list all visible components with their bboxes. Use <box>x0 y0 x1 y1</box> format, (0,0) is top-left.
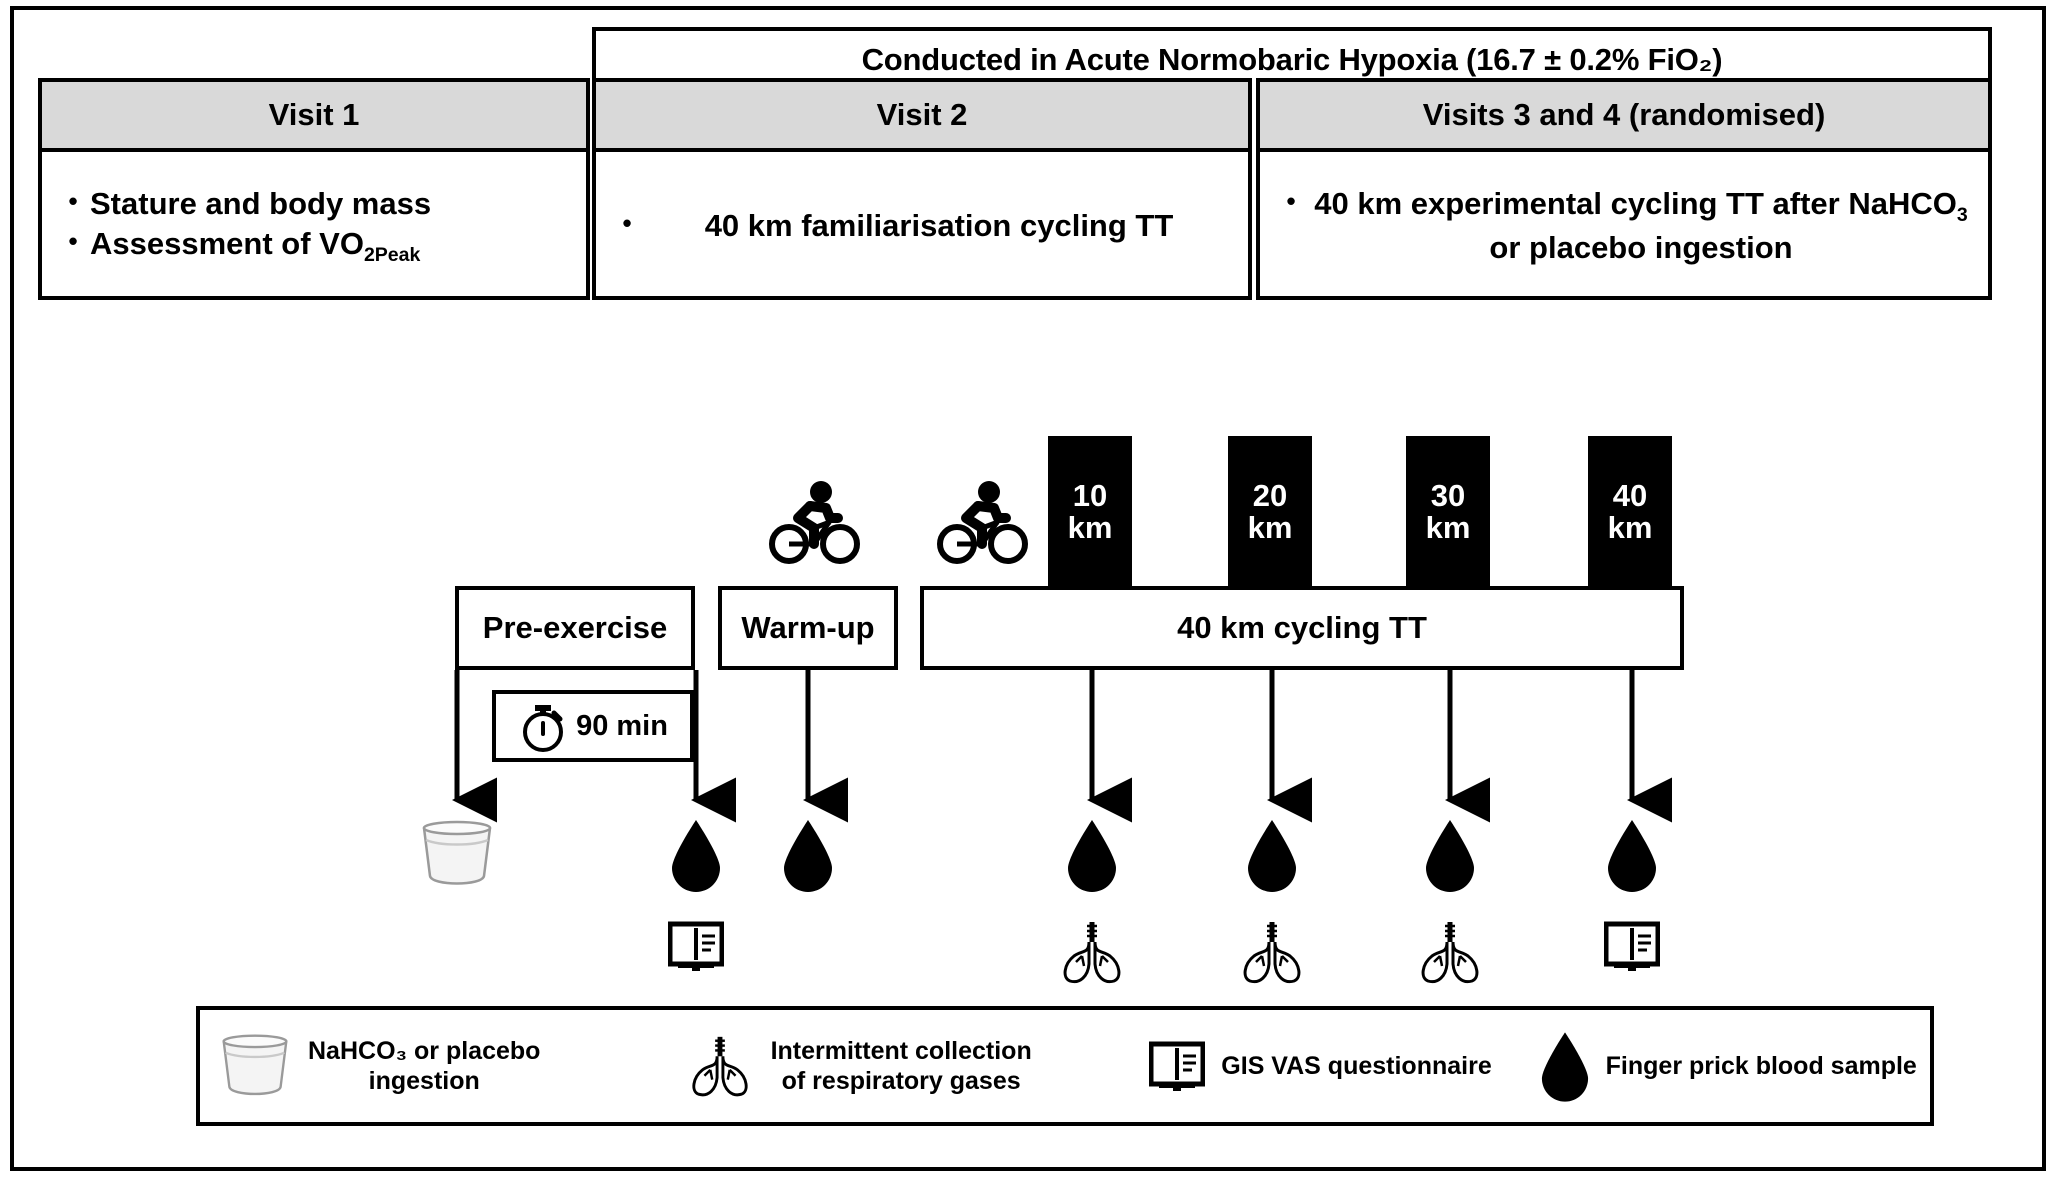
distance-marker-20km: 20 km <box>1228 436 1312 588</box>
visit-2-body: • 40 km familiarisation cycling TT <box>596 152 1248 300</box>
legend-item-ingestion: NaHCO₃ or placebo ingestion <box>200 1031 685 1101</box>
visit-2-header-label: Visit 2 <box>876 97 968 132</box>
blood-drop-icon <box>784 820 832 892</box>
distance-marker-20km-unit: km <box>1247 510 1293 545</box>
phase-box-pre-exercise-label: Pre-exercise <box>482 610 668 645</box>
distance-marker-40km-unit: km <box>1607 510 1653 545</box>
distance-marker-30km-unit: km <box>1425 510 1471 545</box>
visit-1-body: • Stature and body mass • Assessment of … <box>42 152 586 300</box>
distance-marker-10km-unit: km <box>1067 510 1113 545</box>
legend-item-blood-sample-line1: Finger prick blood sample <box>1605 1051 1917 1080</box>
visit-1-bullet-2-text: Assessment of VO <box>90 225 364 261</box>
cup-icon <box>222 1034 288 1096</box>
bullet-marker-icon: • <box>68 225 78 256</box>
legend-item-blood-sample: Finger prick blood sample <box>1540 1030 1930 1102</box>
cyclist-icon <box>769 481 860 564</box>
blood-drop-icon <box>1248 820 1296 892</box>
hypoxia-banner-label: Conducted in Acute Normobaric Hypoxia (1… <box>861 42 1723 77</box>
phase-box-warm-up: Warm-up <box>718 586 898 670</box>
distance-marker-10km-number: 10 <box>1072 478 1108 514</box>
visits-3-4-bullet-1: • 40 km experimental cycling TT after Na… <box>1274 184 1974 268</box>
blood-drop-icon <box>1541 1032 1588 1102</box>
distance-marker-20km-number: 20 <box>1252 478 1288 514</box>
legend-box: NaHCO₃ or placebo ingestion Intermittent… <box>196 1006 1934 1126</box>
legend-item-gis-vas: GIS VAS questionnaire <box>1149 1040 1539 1092</box>
legend-item-respiratory-gases: Intermittent collection of respiratory g… <box>685 1034 1150 1098</box>
visit-1-header: Visit 1 <box>42 82 586 152</box>
visit-1-bullet-2: • Assessment of VO2Peak <box>56 224 572 268</box>
phase-box-warm-up-label: Warm-up <box>741 610 875 645</box>
visits-3-4-column: Visits 3 and 4 (randomised) • 40 km expe… <box>1256 78 1992 300</box>
cup-icon <box>422 820 492 885</box>
stopwatch-icon <box>523 705 564 752</box>
phase-box-cycling-tt-label: 40 km cycling TT <box>1177 610 1427 645</box>
visit-2-header: Visit 2 <box>596 82 1248 152</box>
book-icon <box>1604 921 1660 971</box>
legend-item-respiratory-gases-line1: Intermittent collection <box>770 1036 1032 1065</box>
bullet-marker-icon: • <box>68 186 78 217</box>
visit-1-bullet-1-text: Stature and body mass <box>90 186 432 222</box>
legend-item-respiratory-gases-line2: of respiratory gases <box>781 1067 1021 1095</box>
book-icon <box>1149 1041 1206 1091</box>
distance-marker-40km-number: 40 <box>1612 478 1648 514</box>
visit-2-column: Visit 2 • 40 km familiarisation cycling … <box>592 78 1252 300</box>
distance-marker-30km-number: 30 <box>1430 478 1466 514</box>
book-icon <box>668 921 724 971</box>
visit-1-header-label: Visit 1 <box>268 97 360 132</box>
visits-3-4-bullet-1-subscript: 3 <box>1956 204 1968 227</box>
phase-box-pre-exercise: Pre-exercise <box>455 586 695 670</box>
visit-2-bullet-1-text: 40 km familiarisation cycling TT <box>704 208 1174 244</box>
timer-label: 90 min <box>576 709 668 742</box>
phase-box-cycling-tt: 40 km cycling TT <box>920 586 1684 670</box>
lungs-icon <box>1063 922 1121 984</box>
distance-marker-10km: 10 km <box>1048 436 1132 588</box>
blood-drop-icon <box>672 820 720 892</box>
timer-box: 90 min <box>492 690 694 762</box>
bullet-marker-icon: • <box>622 208 632 239</box>
blood-drop-icon <box>1608 820 1656 892</box>
legend-item-ingestion-line1: NaHCO₃ or placebo <box>308 1036 541 1065</box>
visit-2-bullet-1: • 40 km familiarisation cycling TT <box>610 206 1234 246</box>
visit-1-column: Visit 1 • Stature and body mass • Assess… <box>38 78 590 300</box>
visits-3-4-header-label: Visits 3 and 4 (randomised) <box>1422 97 1826 132</box>
legend-item-ingestion-line2: ingestion <box>368 1067 480 1095</box>
lungs-icon <box>1243 922 1301 984</box>
legend-item-gis-vas-line1: GIS VAS questionnaire <box>1221 1051 1492 1080</box>
bullet-marker-icon: • <box>1286 186 1296 217</box>
blood-drop-icon <box>1068 820 1116 892</box>
cyclist-icon <box>937 481 1028 564</box>
blood-drop-icon <box>1426 820 1474 892</box>
visits-3-4-body: • 40 km experimental cycling TT after Na… <box>1260 152 1988 300</box>
distance-marker-30km: 30 km <box>1406 436 1490 588</box>
lungs-icon <box>691 1036 748 1097</box>
distance-marker-40km: 40 km <box>1588 436 1672 588</box>
visits-3-4-bullet-1-text-before: 40 km experimental cycling TT after NaHC… <box>1314 186 1957 222</box>
visit-1-bullet-2-subscript: 2Peak <box>363 243 421 266</box>
visits-3-4-header: Visits 3 and 4 (randomised) <box>1260 82 1988 152</box>
visit-1-bullet-1: • Stature and body mass <box>56 184 572 224</box>
visits-3-4-bullet-1-text-after: or placebo ingestion <box>1489 230 1793 266</box>
lungs-icon <box>1421 922 1479 984</box>
